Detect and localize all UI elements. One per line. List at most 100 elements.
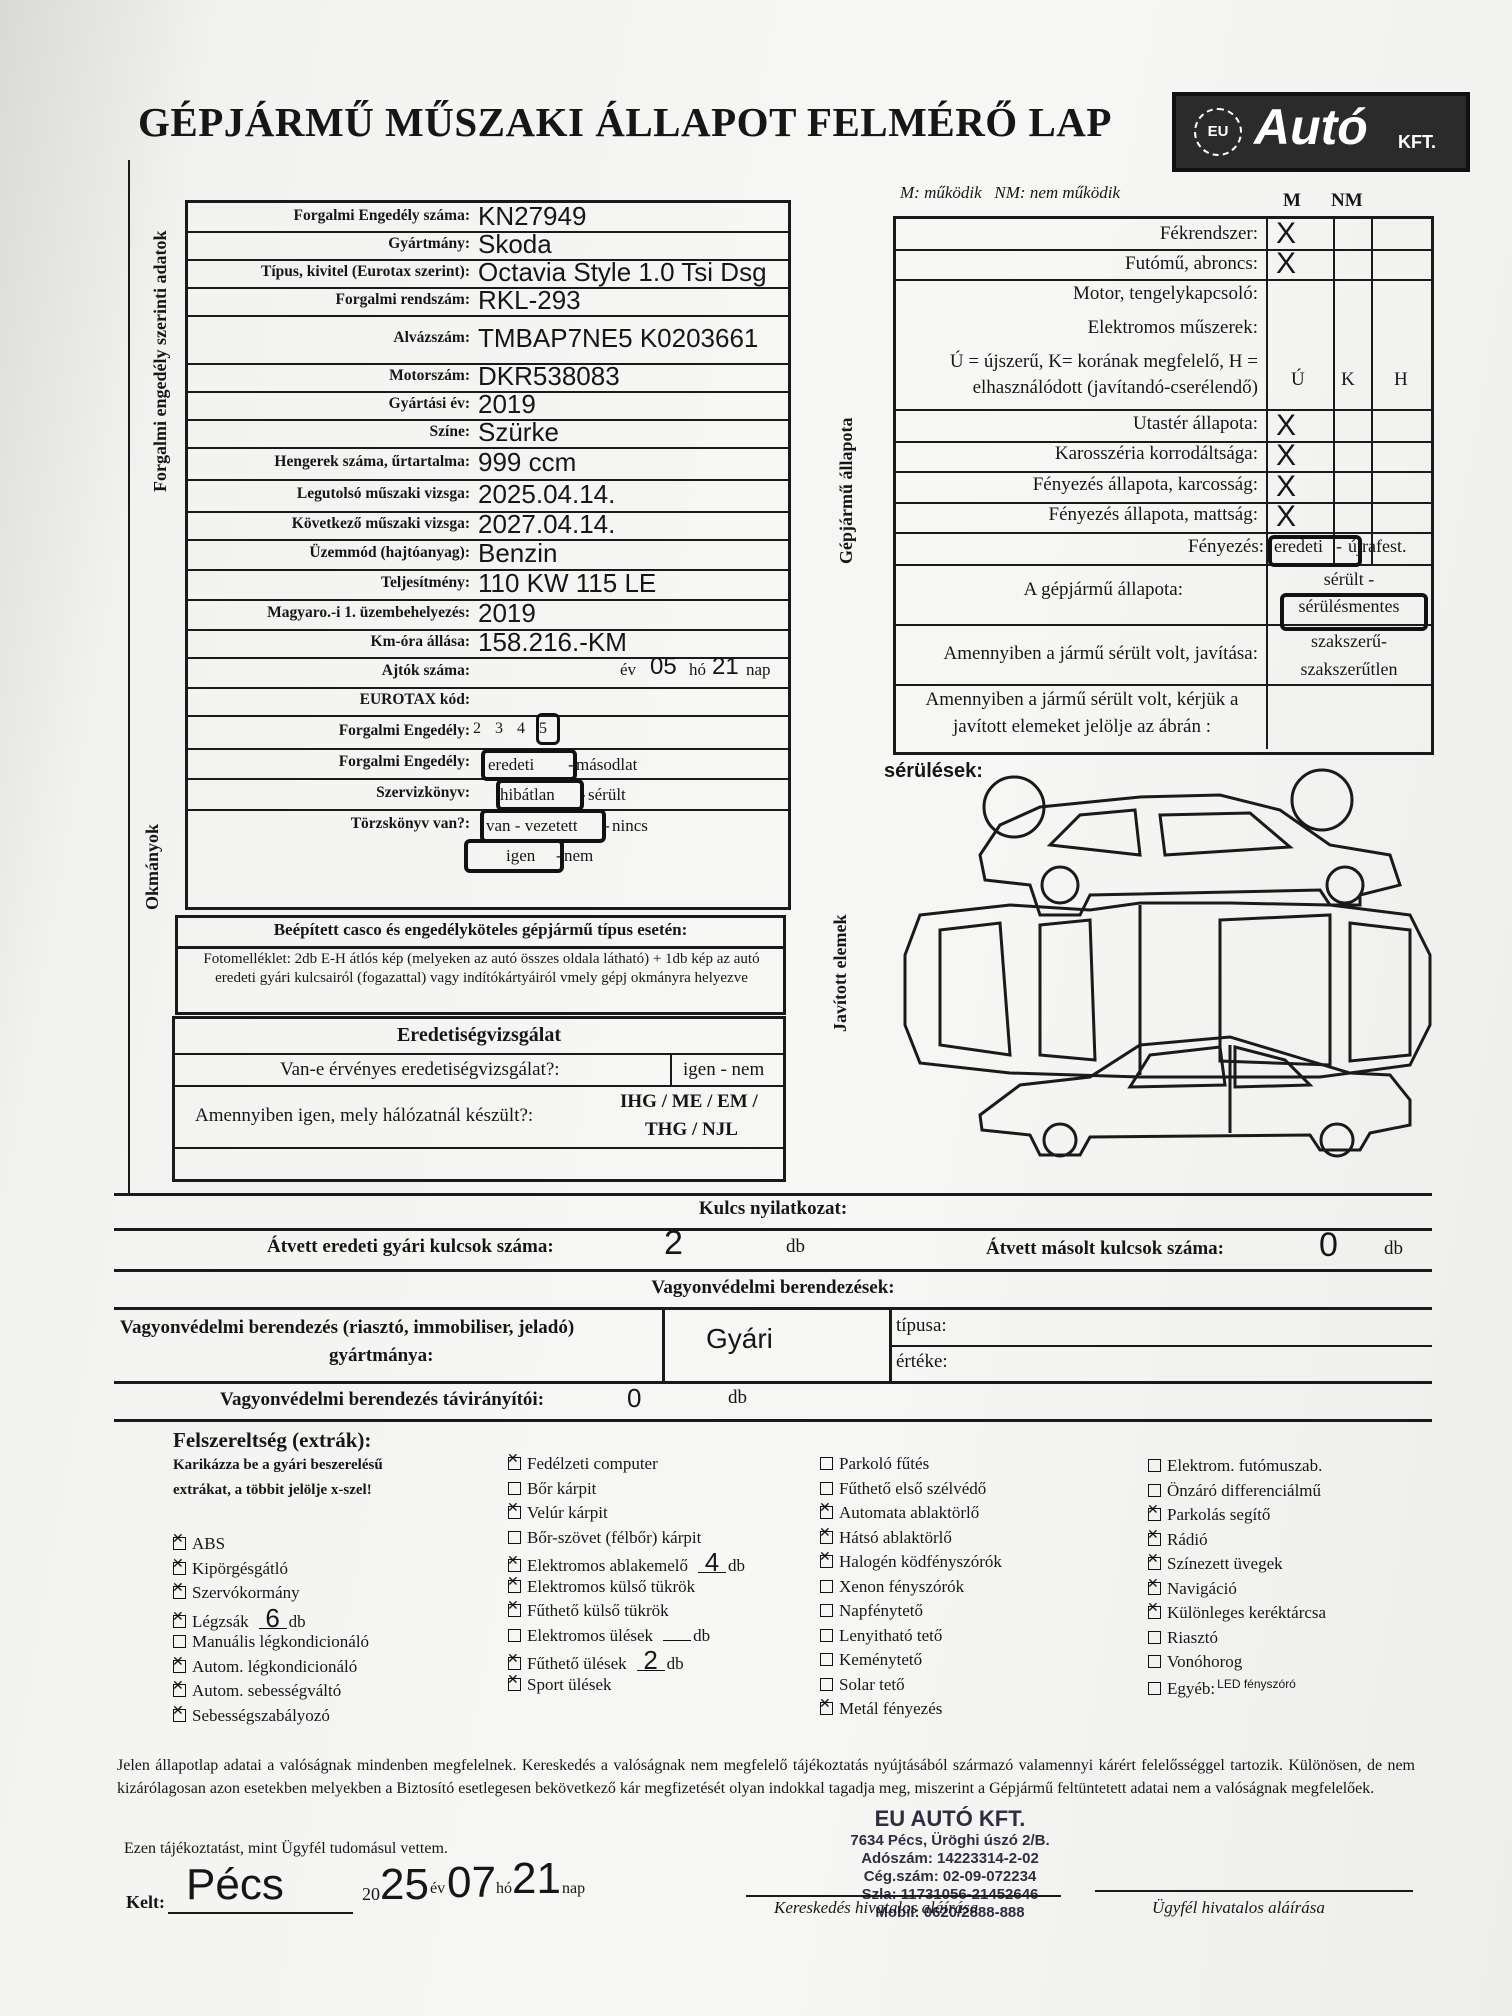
checkbox-icon[interactable]	[1148, 1681, 1161, 1695]
extra-item[interactable]: Riasztó	[1148, 1628, 1218, 1648]
extra-item[interactable]: Parkoló fűtés	[820, 1454, 929, 1474]
extra-item[interactable]: Solar tető	[820, 1675, 905, 1695]
checked-box-icon[interactable]	[507, 1599, 521, 1617]
check-mark[interactable]: X	[1276, 470, 1297, 503]
vehicle-row-value[interactable]: Benzin	[478, 538, 558, 568]
checked-box-icon[interactable]	[172, 1557, 186, 1575]
extra-item[interactable]: Színezett üvegek	[1147, 1552, 1283, 1574]
extra-item[interactable]: Lenyitható tető	[820, 1626, 942, 1646]
allapot-option-a[interactable]: sérült -	[1323, 569, 1375, 589]
checkbox-icon[interactable]	[1148, 1630, 1161, 1644]
extra-item-count[interactable]: 2	[636, 1647, 665, 1673]
extra-item[interactable]: Autom. sebességváltó	[172, 1679, 341, 1701]
sign-month[interactable]: 07	[447, 1858, 496, 1907]
extra-item[interactable]: Kipörgésgátló	[172, 1557, 288, 1579]
extra-item[interactable]: Fűthető külső tükrök	[507, 1599, 669, 1621]
checkbox-icon[interactable]	[820, 1579, 833, 1593]
forgalmi-original-option-a[interactable]: eredeti	[488, 755, 535, 774]
checked-box-icon[interactable]	[507, 1452, 521, 1470]
extra-item[interactable]: Fedélzeti computer	[507, 1452, 658, 1474]
checked-box-icon[interactable]	[172, 1581, 186, 1599]
car-damage-diagram[interactable]	[890, 755, 1450, 1165]
vehicle-row-value[interactable]: Skoda	[478, 229, 552, 259]
vehicle-row-value[interactable]: Octavia Style 1.0 Tsi Dsg	[478, 257, 767, 287]
extra-item[interactable]: Önzáró differenciálmű	[1148, 1481, 1321, 1501]
checkbox-icon[interactable]	[820, 1628, 833, 1642]
vehicle-row-value[interactable]: 2019	[478, 598, 536, 628]
checkbox-icon[interactable]	[508, 1628, 521, 1642]
security-maker-value[interactable]: Gyári	[706, 1323, 773, 1354]
check-mark[interactable]: X	[1276, 439, 1297, 472]
extra-item[interactable]: Sebességszabályozó	[172, 1704, 330, 1726]
sign-place[interactable]: Pécs	[186, 1860, 284, 1909]
checked-box-icon[interactable]	[819, 1526, 833, 1544]
extra-item-count[interactable]: 6	[258, 1605, 287, 1631]
extra-item[interactable]: Xenon fényszórók	[820, 1577, 964, 1597]
forgalmi-condition-option-a[interactable]: hibátlan	[500, 785, 555, 804]
checked-box-icon[interactable]	[1147, 1503, 1161, 1521]
vehicle-row-value[interactable]: 110 KW 115 LE	[478, 568, 657, 598]
fenyezes-option-a[interactable]: eredeti	[1274, 536, 1323, 556]
extra-item[interactable]: Navigáció	[1147, 1577, 1237, 1599]
door-option-3[interactable]: 3	[495, 720, 503, 737]
service-book-option-b[interactable]: nincs	[612, 816, 648, 835]
forgalmi-condition-option-b[interactable]: sérült	[588, 785, 626, 804]
checked-box-icon[interactable]	[507, 1501, 521, 1519]
extra-item[interactable]: Fűthető első szélvédő	[820, 1479, 986, 1499]
title-document-option-b[interactable]: nem	[564, 846, 594, 865]
allapot-option-b[interactable]: sérülésmentes	[1298, 596, 1400, 616]
extra-item[interactable]: Autom. légkondicionáló	[172, 1655, 357, 1677]
extra-item[interactable]: Vonóhorog	[1148, 1652, 1242, 1672]
extra-item[interactable]: Egyéb:LED fényszóró	[1148, 1677, 1296, 1699]
javitas-option-a[interactable]: szakszerű-	[1311, 631, 1387, 651]
extra-item[interactable]: Napfénytető	[820, 1601, 923, 1621]
keys-copy-count[interactable]: 0	[1319, 1226, 1338, 1264]
extra-item-note[interactable]: LED fényszóró	[1217, 1676, 1296, 1691]
checked-box-icon[interactable]	[1147, 1528, 1161, 1546]
sign-day[interactable]: 21	[512, 1854, 561, 1903]
checkbox-icon[interactable]	[820, 1677, 833, 1691]
extra-item[interactable]: Elektrom. futómuszab.	[1148, 1456, 1322, 1476]
extra-item[interactable]: Keménytető	[820, 1650, 922, 1670]
extra-item[interactable]: Bőr kárpit	[508, 1479, 596, 1499]
checkbox-icon[interactable]	[1148, 1655, 1161, 1668]
check-mark[interactable]: X	[1276, 409, 1297, 442]
checked-box-icon[interactable]	[819, 1550, 833, 1568]
checkbox-icon[interactable]	[820, 1604, 833, 1617]
checkbox-icon[interactable]	[1148, 1459, 1161, 1472]
door-option-2[interactable]: 2	[473, 720, 481, 737]
checkbox-icon[interactable]	[1148, 1483, 1161, 1497]
vehicle-row-value[interactable]: RKL-293	[478, 285, 581, 315]
vehicle-row-value[interactable]: 2019	[478, 389, 536, 419]
checked-box-icon[interactable]	[819, 1697, 833, 1715]
checkbox-icon[interactable]	[508, 1481, 521, 1495]
extra-item[interactable]: Automata ablaktörlő	[819, 1501, 979, 1523]
fenyezes-option-b[interactable]: újrafest.	[1348, 536, 1407, 556]
checked-box-icon[interactable]	[172, 1704, 186, 1722]
service-book-option-a[interactable]: van - vezetett	[486, 816, 578, 835]
extra-item[interactable]: Halogén ködfényszórók	[819, 1550, 1002, 1572]
forgalmi-original-option-b[interactable]: másodlat	[576, 755, 638, 774]
extra-item[interactable]: Manuális légkondicionáló	[173, 1632, 369, 1652]
check-mark[interactable]: X	[1276, 247, 1297, 280]
checked-box-icon[interactable]	[507, 1554, 521, 1572]
checkbox-icon[interactable]	[820, 1457, 833, 1470]
checked-box-icon[interactable]	[819, 1501, 833, 1519]
checkbox-icon[interactable]	[820, 1653, 833, 1666]
vehicle-row-value[interactable]: TMBAP7NE5 K0203661	[478, 323, 759, 353]
extra-item[interactable]: Rádió	[1147, 1528, 1208, 1550]
extra-item[interactable]: Parkolás segítő	[1147, 1503, 1270, 1525]
extra-item-count[interactable]: 4	[697, 1549, 726, 1575]
extra-item[interactable]: Metál fényezés	[819, 1697, 942, 1719]
checked-box-icon[interactable]	[507, 1673, 521, 1691]
client-signature-area[interactable]	[1095, 1840, 1413, 1890]
extra-item[interactable]: Bőr-szövet (félbőr) kárpit	[508, 1528, 701, 1548]
sign-year[interactable]: 25	[380, 1860, 429, 1909]
security-remote-count[interactable]: 0	[627, 1383, 642, 1413]
check-mark[interactable]: X	[1276, 500, 1297, 533]
checked-box-icon[interactable]	[172, 1532, 186, 1550]
